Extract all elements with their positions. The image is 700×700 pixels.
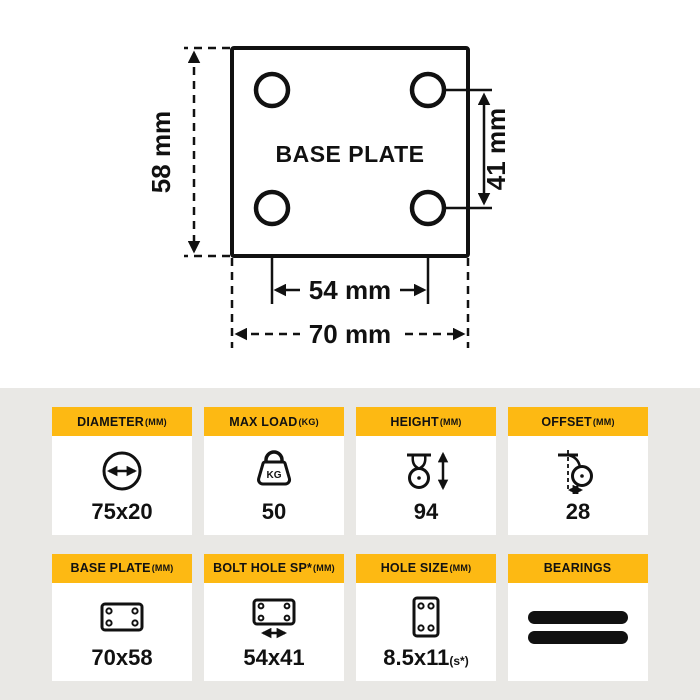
dim-58mm: [184, 46, 230, 258]
base-plate-drawing: 58 mm BASE PLATE 41 mm 54 mm: [146, 46, 511, 349]
spec-title: BOLT HOLE SP*: [213, 561, 313, 575]
spec-value-text: 94: [413, 498, 439, 524]
bolt-hole-top-left: [253, 71, 291, 109]
dim-label-54mm: 54 mm: [309, 275, 391, 305]
spec-value-text: 50: [261, 498, 287, 524]
dim-label-70mm: 70 mm: [309, 319, 391, 349]
spec-title: HEIGHT: [390, 414, 439, 429]
caster-offset-icon: [550, 447, 606, 495]
spec-header: HEIGHT(MM): [356, 407, 496, 436]
spec-header: OFFSET(MM): [508, 407, 648, 436]
spec-header: HOLE SIZE(MM): [356, 553, 496, 583]
spec-header: BEARINGS: [508, 553, 648, 583]
spec-value: 75x20: [91, 498, 153, 524]
spec-value: 50: [261, 498, 287, 524]
spec-title: DIAMETER: [77, 414, 145, 429]
dimension-diagram: 58 mm BASE PLATE 41 mm 54 mm: [146, 46, 511, 349]
spec-header: MAX LOAD(KG): [204, 407, 344, 436]
spec-card-diameter: DIAMETER(MM) 75x20: [52, 407, 192, 535]
spec-body: 54x41: [204, 583, 344, 682]
spec-header: BASE PLATE(MM): [52, 553, 192, 583]
spec-value: 54x41: [243, 647, 304, 669]
spec-value-text: 54x41: [243, 645, 305, 671]
spec-unit: (MM): [449, 563, 472, 573]
spec-body: KG 50: [204, 436, 344, 535]
spec-title: OFFSET: [541, 414, 592, 429]
spec-unit: (MM): [439, 416, 462, 427]
spec-title: BEARINGS: [543, 561, 612, 575]
spec-unit: (KG): [298, 416, 319, 427]
spec-header: DIAMETER(MM): [52, 407, 192, 436]
spec-header: BOLT HOLE SP*(MM): [204, 553, 344, 583]
spec-card-offset: OFFSET(MM) 28: [508, 407, 648, 535]
weight-kg-icon: KG: [246, 447, 302, 495]
hole-size-icon: [398, 593, 454, 641]
spec-value-text: 28: [565, 498, 591, 524]
spec-unit: (MM): [592, 416, 615, 427]
bolt-hole-bottom-right: [409, 189, 447, 227]
spec-title: MAX LOAD: [229, 414, 298, 429]
spec-value-suffix: (s*): [449, 654, 469, 669]
spec-unit: (MM): [145, 416, 167, 427]
bolt-hole-top-right: [409, 71, 447, 109]
bolt-hole-bottom-left: [253, 189, 291, 227]
spec-body: 94: [356, 436, 496, 535]
spec-value-text: 8.5x11: [383, 645, 450, 671]
base-plate-icon: [94, 593, 150, 641]
base-plate-outline: [230, 46, 470, 258]
plate-label: BASE PLATE: [276, 141, 425, 167]
spec-card-base-plate: BASE PLATE(MM) 70x58: [52, 553, 192, 682]
spec-value-text: 70x58: [91, 645, 153, 671]
spec-body: 75x20: [52, 436, 192, 535]
spec-body: [508, 583, 648, 682]
bolt-hole-spacing-icon: [246, 593, 302, 641]
spec-card-bolt-hole-spacing: BOLT HOLE SP*(MM) 54x41: [204, 553, 344, 682]
dim-70-label-bg: [300, 318, 400, 348]
spec-value: 70x58: [91, 647, 152, 669]
specs-grid: DIAMETER(MM) 75x20 MAX LOAD(KG): [0, 388, 700, 700]
spec-title: BASE PLATE: [70, 561, 151, 575]
spec-body: 8.5x11(s*): [356, 583, 496, 682]
dim-label-58mm: 58 mm: [146, 111, 176, 193]
spec-title: HOLE SIZE: [380, 561, 449, 575]
spec-value-text: 75x20: [91, 498, 153, 524]
spec-value: 8.5x11(s*): [383, 647, 468, 669]
dim-54-label-bg: [300, 274, 400, 304]
spec-card-max-load: MAX LOAD(KG) KG 50: [204, 407, 344, 535]
spec-body: 70x58: [52, 583, 192, 682]
dim-label-41mm: 41 mm: [481, 108, 511, 190]
spec-unit: (MM): [313, 563, 335, 573]
caster-height-icon: [398, 447, 454, 495]
spec-card-height: HEIGHT(MM) 94: [356, 407, 496, 535]
spec-value: 94: [413, 498, 439, 524]
weight-kg-label: KG: [267, 470, 282, 481]
spec-value: 28: [565, 498, 591, 524]
dim-41mm: [444, 88, 492, 210]
diameter-icon: [94, 447, 150, 495]
spec-body: 28: [508, 436, 648, 535]
bearings-icon: [526, 595, 630, 659]
spec-card-bearings: BEARINGS: [508, 553, 648, 682]
spec-unit: (MM): [151, 563, 174, 573]
spec-card-hole-size: HOLE SIZE(MM) 8.5x11(s*): [356, 553, 496, 682]
